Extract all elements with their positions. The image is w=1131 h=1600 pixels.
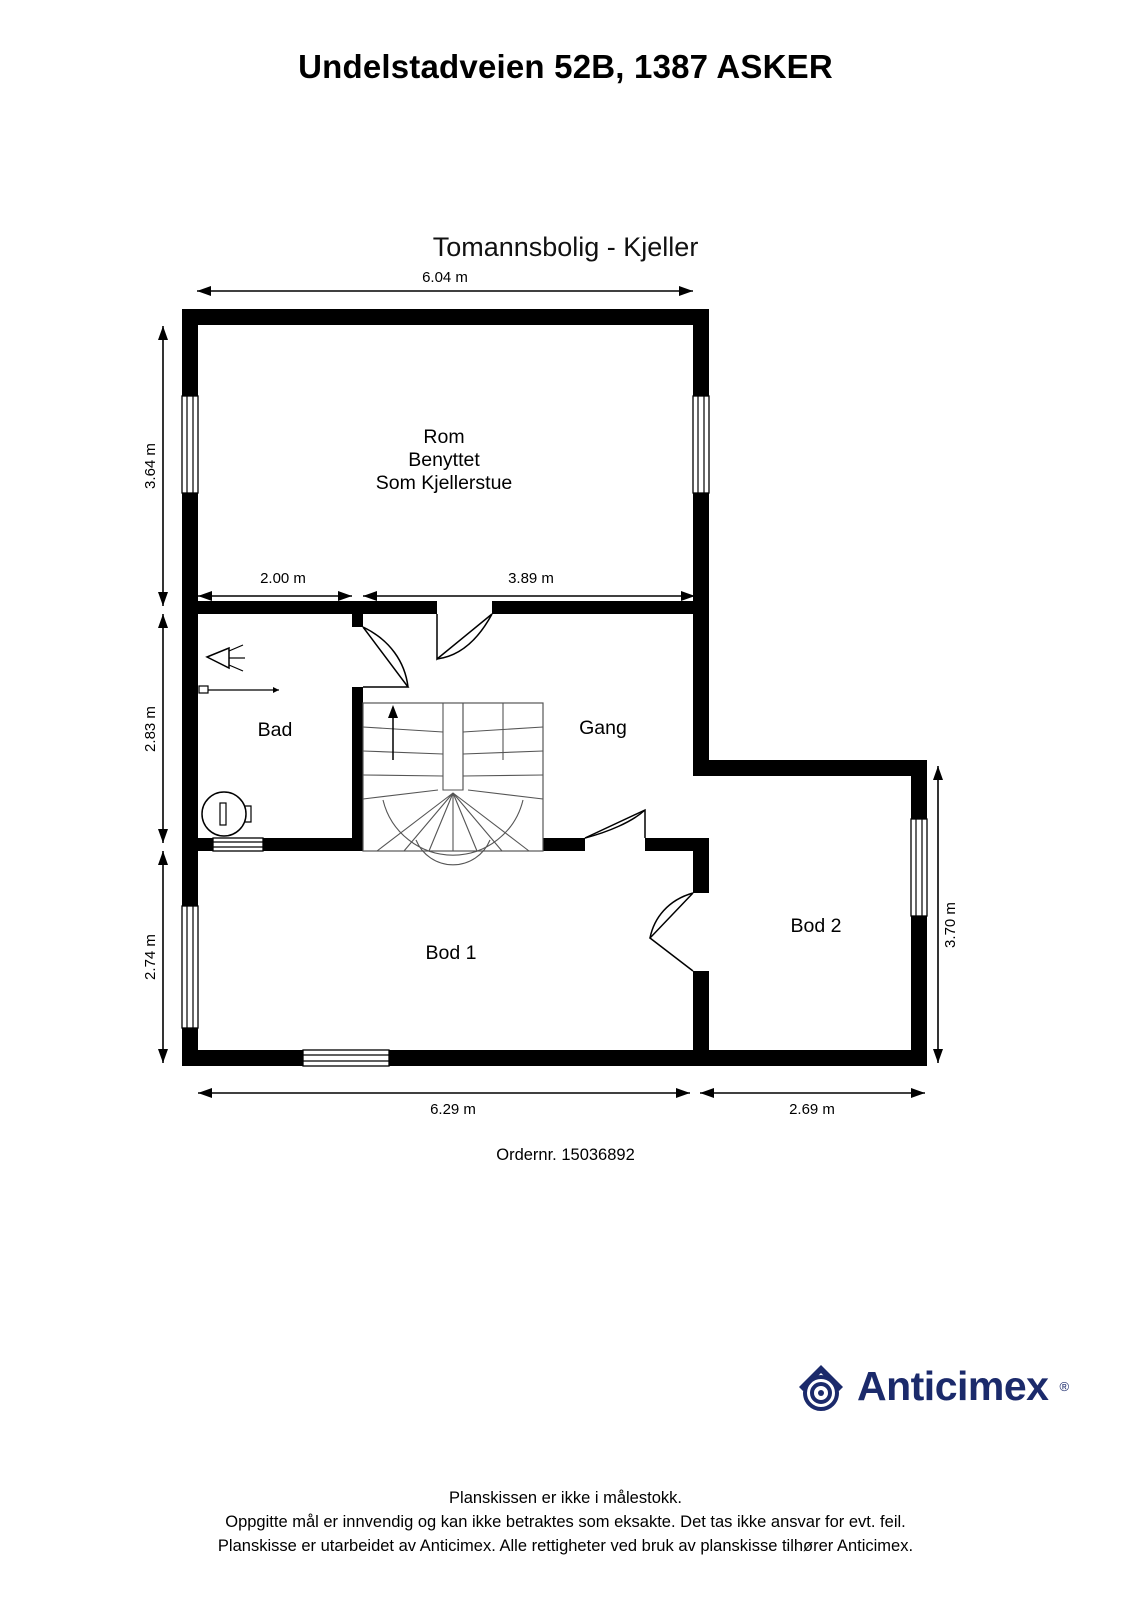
dimension-bottom-left: 6.29 m [198,1088,690,1118]
room-label-gang: Gang [579,717,627,739]
wall-structure [182,309,927,1066]
disclaimer-line-1: Planskissen er ikke i målestokk. [449,1489,682,1507]
dimension-left-upper: 3.64 m [142,326,168,606]
dimension-mid-right-label: 3.89 m [508,570,554,587]
bathroom-fixtures [198,644,279,837]
anticimex-spiral-logo-icon [799,1365,843,1411]
door-bad-gang [352,626,410,688]
order-number: Ordernr. 15036892 [496,1146,635,1164]
dimension-left-upper-label: 3.64 m [142,443,159,489]
window-bad-bottom [212,837,264,852]
staircase [362,702,544,866]
door-bod2 [648,892,709,972]
window-left-bod1 [181,905,199,1029]
door-kjellerstue-gang [436,601,493,661]
room-label-kjellerstue-line2: Benyttet [408,449,480,471]
towel-bar-icon [198,685,279,694]
disclaimer-line-3: Planskisse er utarbeidet av Anticimex. A… [217,1537,914,1555]
window-right-upper [692,395,710,494]
door-gang-bod1 [584,808,646,851]
dimension-bottom-right-label: 2.69 m [789,1101,835,1118]
room-label-bod1: Bod 1 [426,942,477,964]
dimension-right-side: 3.70 m [933,766,959,1063]
windows [181,395,928,1067]
room-label-bad: Bad [258,719,293,741]
disclaimer: Planskissen er ikke i målestokk. Oppgitt… [0,1486,1131,1558]
anticimex-logo: Anticimex ® [795,1360,1069,1412]
stair-up-arrow-icon [388,705,398,760]
room-label-kjellerstue-line3: Som Kjellerstue [376,472,513,494]
dimension-mid-left-label: 2.00 m [260,570,306,587]
dimension-mid-left: 2.00 m [198,570,352,601]
room-labels: Rom Benyttet Som Kjellerstue Bad Gang Bo… [258,426,842,964]
dimension-left-middle-label: 2.83 m [142,706,159,752]
dimension-top-overall-label: 6.04 m [422,269,468,286]
shower-symbol-icon [205,644,245,672]
room-label-kjellerstue-line1: Rom [423,426,464,448]
dimension-top-overall: 6.04 m [197,269,693,296]
window-right-bod2 [910,818,928,917]
window-left-upper [181,395,199,494]
disclaimer-line-2: Oppgitte mål er innvendig og kan ikke be… [225,1513,906,1531]
dimension-left-lower-label: 2.74 m [142,934,159,980]
brand-registered-mark: ® [1059,1378,1070,1394]
dimension-mid-right: 3.89 m [363,570,695,601]
toilet-symbol-icon [201,791,252,837]
floor-plan-drawing: 6.04 m [142,269,959,1118]
plan-subtitle: Tomannsbolig - Kjeller [432,232,699,262]
window-bottom-bod1 [302,1049,390,1067]
page-title: Undelstadveien 52B, 1387 ASKER [298,48,833,85]
dimension-left-middle: 2.83 m [142,614,168,843]
brand-name: Anticimex [857,1362,1049,1409]
dimension-right-side-label: 3.70 m [942,902,959,948]
dimension-left-lower: 2.74 m [142,851,168,1063]
dimension-bottom-left-label: 6.29 m [430,1101,476,1118]
room-label-bod2: Bod 2 [791,915,842,937]
doors [352,601,709,972]
dimension-bottom-right: 2.69 m [700,1088,925,1118]
